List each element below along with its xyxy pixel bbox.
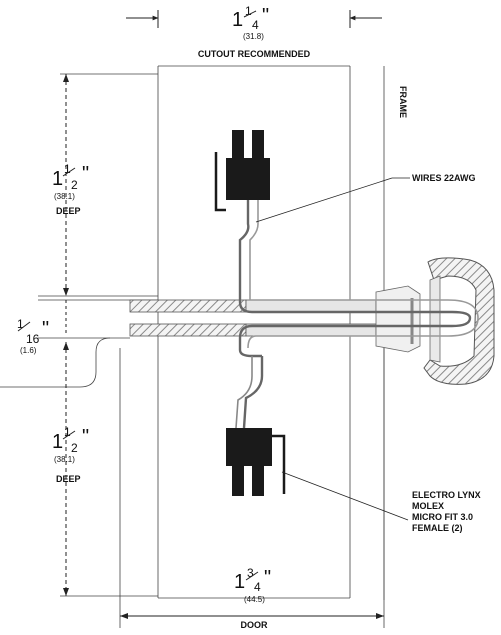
connector-callout-line-3: MICRO FIT 3.0: [412, 512, 473, 522]
upper-depth-unit: ": [82, 163, 89, 185]
connector-callout-line-2: MOLEX: [412, 501, 444, 511]
gap-dim-metric: (1.6): [20, 346, 37, 355]
top-dim-frac-num: 1: [245, 4, 252, 18]
cutout-caption: CUTOUT RECOMMENDED: [198, 49, 311, 59]
wires-callout: WIRES 22AWG: [255, 173, 476, 223]
wire-harness: [235, 200, 479, 429]
top-dim-metric: (31.8): [243, 32, 264, 41]
gap-dim-unit: ": [42, 318, 49, 340]
lower-depth-dimension: 1 1 2 " (38.1) DEEP: [0, 337, 158, 597]
connector-callout-line-4: FEMALE (2): [412, 523, 463, 533]
bottom-dim-metric: (44.5): [244, 595, 265, 604]
upper-depth-dimension: 1 1 2 " (38.1) DEEP: [52, 73, 158, 296]
frame-label: FRAME: [398, 86, 408, 118]
gap-dim-frac-den: 16: [26, 332, 40, 346]
top-dim-whole: 1: [232, 9, 243, 31]
lower-depth-unit: ": [82, 426, 89, 448]
upper-depth-frac-num: 1: [64, 162, 71, 176]
lower-connector: [226, 428, 286, 496]
bottom-dim-whole: 1: [234, 571, 245, 593]
wires-label: WIRES 22AWG: [412, 173, 476, 183]
top-dim-unit: ": [262, 5, 269, 27]
frame-bracket: [375, 285, 421, 353]
lower-depth-frac-den: 2: [71, 441, 78, 455]
bottom-dim-frac-den: 4: [254, 580, 261, 594]
door-caption: DOOR: [241, 620, 269, 630]
upper-connector: [214, 130, 270, 212]
bottom-dimension: 1 3 4 " (44.5) DOOR: [120, 566, 384, 630]
lower-depth-frac-num: 1: [64, 425, 71, 439]
top-dimension: 1 1 4 " (31.8) CUTOUT RECOMMENDED: [126, 4, 382, 59]
upper-depth-whole: 1: [52, 168, 63, 190]
upper-depth-caption: DEEP: [56, 206, 81, 216]
door-seal-profile: [423, 257, 495, 385]
mounting-plates: [129, 299, 377, 337]
lower-depth-whole: 1: [52, 431, 63, 453]
bottom-dim-unit: ": [264, 567, 271, 589]
door-outline: [119, 348, 385, 628]
lower-depth-metric: (38.1): [54, 455, 75, 464]
gap-dim-frac-num: 1: [17, 317, 24, 331]
upper-depth-metric: (38.1): [54, 192, 75, 201]
top-dim-frac-den: 4: [252, 18, 259, 32]
bottom-dim-frac-num: 3: [247, 566, 254, 580]
connector-callout-line-1: ELECTRO LYNX: [412, 490, 481, 500]
connector-callout: ELECTRO LYNX MOLEX MICRO FIT 3.0 FEMALE …: [281, 471, 481, 533]
upper-depth-frac-den: 2: [71, 178, 78, 192]
lower-depth-caption: DEEP: [56, 474, 81, 484]
